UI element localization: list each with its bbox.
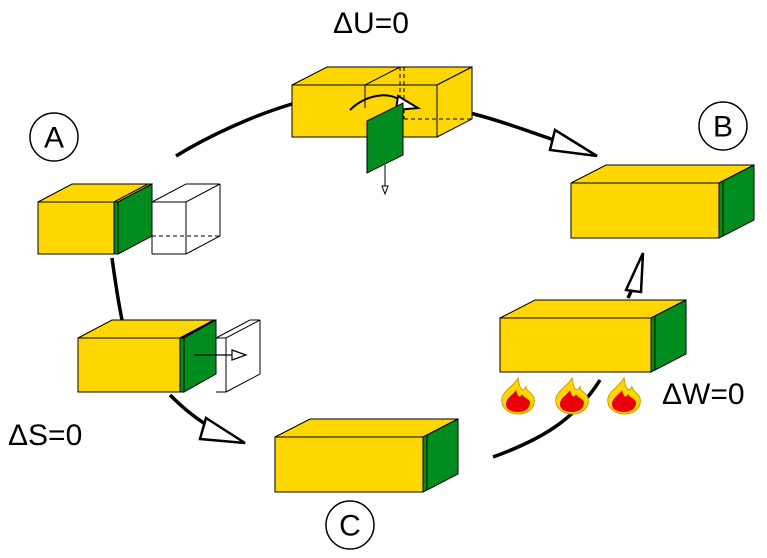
- label-delta-w: ΔW=0: [662, 378, 745, 411]
- arrowhead-to-b-vertical: [624, 252, 645, 294]
- arrowhead-to-c: [198, 416, 246, 445]
- flame-icon-2: [555, 376, 589, 415]
- state-marker-a: A: [29, 112, 79, 162]
- label-delta-s: ΔS=0: [8, 419, 82, 452]
- arrowhead-to-b: [548, 128, 598, 158]
- box-isochoric-heating: [499, 299, 687, 373]
- flame-icon-1: [501, 376, 535, 415]
- state-marker-b: B: [698, 101, 748, 151]
- state-label-c: C: [339, 510, 361, 543]
- box-state-c: [274, 418, 459, 493]
- process-path-a-to-u: [175, 102, 293, 158]
- process-path-c-to-w: [492, 379, 602, 459]
- process-path-s-to-c: [168, 393, 246, 445]
- flame-icon-3: [607, 376, 641, 415]
- state-marker-c: C: [325, 500, 375, 550]
- process-path-u-to-b: [469, 111, 598, 158]
- label-delta-u: ΔU=0: [333, 7, 409, 40]
- box-state-b: [570, 164, 755, 239]
- box-state-a: [37, 183, 221, 255]
- state-label-b: B: [713, 111, 733, 144]
- box-adiabatic: [77, 319, 261, 393]
- box-free-expansion: [291, 66, 473, 196]
- state-label-a: A: [44, 122, 64, 155]
- process-path-a-to-s: [110, 257, 124, 321]
- process-path-w-to-b: [624, 252, 645, 299]
